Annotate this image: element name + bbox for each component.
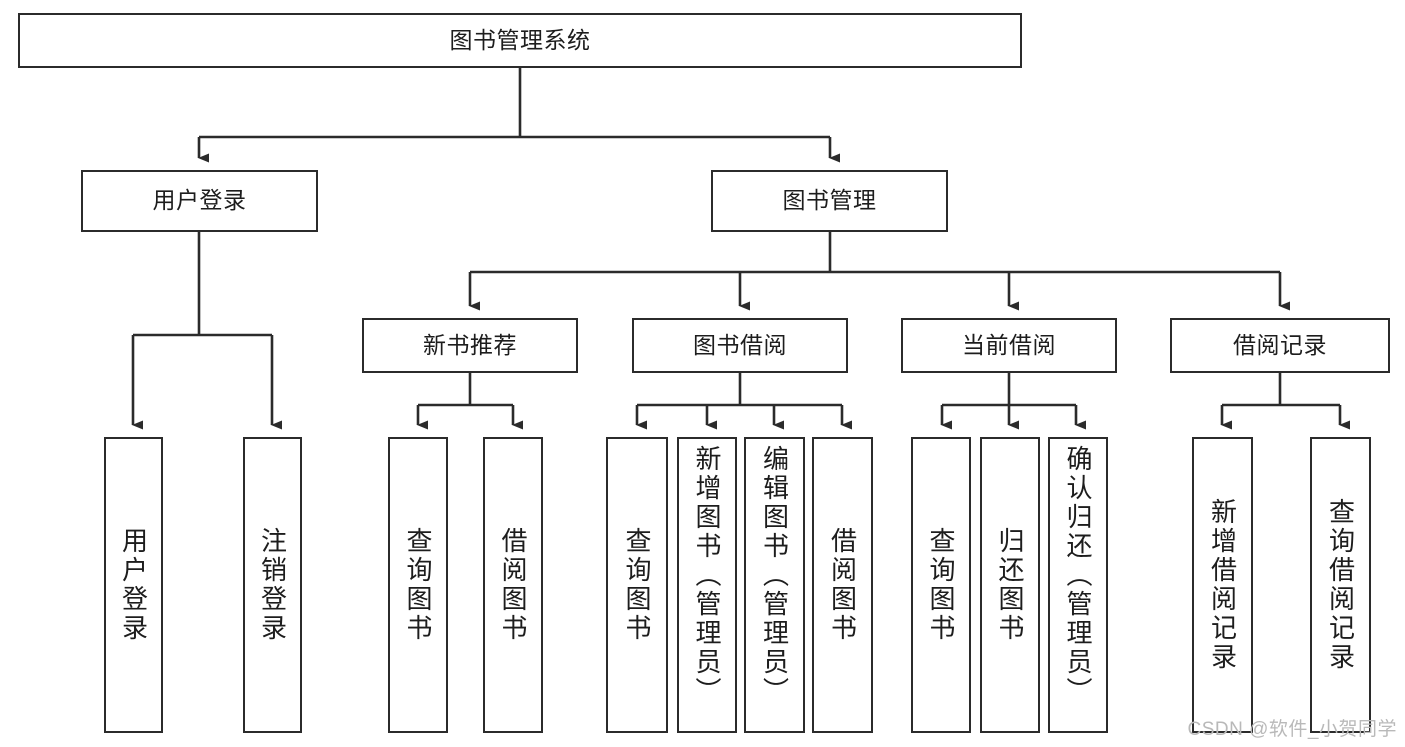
leaf-new-book-query-book[interactable]: 查询图书 <box>388 437 448 733</box>
node-user-login[interactable]: 用户登录 <box>81 170 318 232</box>
node-label: 图书管理 <box>782 187 877 214</box>
leaf-current-borrow-query-book[interactable]: 查询图书 <box>911 437 971 733</box>
node-label: 查询图书 <box>622 527 652 643</box>
node-label: 注销登录 <box>257 527 288 643</box>
node-label: 图书借阅 <box>693 331 787 358</box>
node-current-borrow[interactable]: 当前借阅 <box>901 318 1117 373</box>
leaf-user-login-logout[interactable]: 注销登录 <box>243 437 302 733</box>
node-label: 用户登录 <box>152 187 247 214</box>
leaf-current-borrow-return-book[interactable]: 归还图书 <box>980 437 1040 733</box>
leaf-borrow-record-add-record[interactable]: 新增借阅记录 <box>1192 437 1253 733</box>
node-label: 借阅记录 <box>1233 331 1327 358</box>
node-new-book-recommend[interactable]: 新书推荐 <box>362 318 578 373</box>
leaf-book-borrow-query-book[interactable]: 查询图书 <box>606 437 668 733</box>
node-root-book-management-system[interactable]: 图书管理系统 <box>18 13 1022 68</box>
node-label: 确认归还（管理员） <box>1063 445 1093 706</box>
node-label: 新增借阅记录 <box>1207 498 1238 672</box>
leaf-user-login-login[interactable]: 用户登录 <box>104 437 163 733</box>
leaf-new-book-borrow-book[interactable]: 借阅图书 <box>483 437 543 733</box>
node-label: 用户登录 <box>118 527 149 643</box>
node-label: 借阅图书 <box>827 527 858 643</box>
node-label: 图书管理系统 <box>449 26 591 53</box>
leaf-book-borrow-add-book-admin[interactable]: 新增图书（管理员） <box>677 437 737 733</box>
leaf-borrow-record-query-record[interactable]: 查询借阅记录 <box>1310 437 1371 733</box>
node-label: 新书推荐 <box>423 331 517 358</box>
node-book-borrow[interactable]: 图书借阅 <box>632 318 848 373</box>
leaf-book-borrow-borrow-book[interactable]: 借阅图书 <box>812 437 873 733</box>
leaf-current-borrow-confirm-return-admin[interactable]: 确认归还（管理员） <box>1048 437 1108 733</box>
node-label: 查询借阅记录 <box>1325 498 1356 672</box>
node-borrow-record[interactable]: 借阅记录 <box>1170 318 1390 373</box>
node-label: 编辑图书（管理员） <box>759 445 790 706</box>
node-label: 查询图书 <box>926 527 956 643</box>
leaf-book-borrow-edit-book-admin[interactable]: 编辑图书（管理员） <box>744 437 805 733</box>
node-label: 新增图书（管理员） <box>692 445 722 706</box>
node-label: 借阅图书 <box>498 527 528 643</box>
node-label: 归还图书 <box>995 527 1025 643</box>
node-book-management[interactable]: 图书管理 <box>711 170 948 232</box>
node-label: 查询图书 <box>403 527 433 643</box>
node-label: 当前借阅 <box>962 331 1056 358</box>
csdn-watermark: CSDN @软件_小贺同学 <box>1187 719 1397 740</box>
